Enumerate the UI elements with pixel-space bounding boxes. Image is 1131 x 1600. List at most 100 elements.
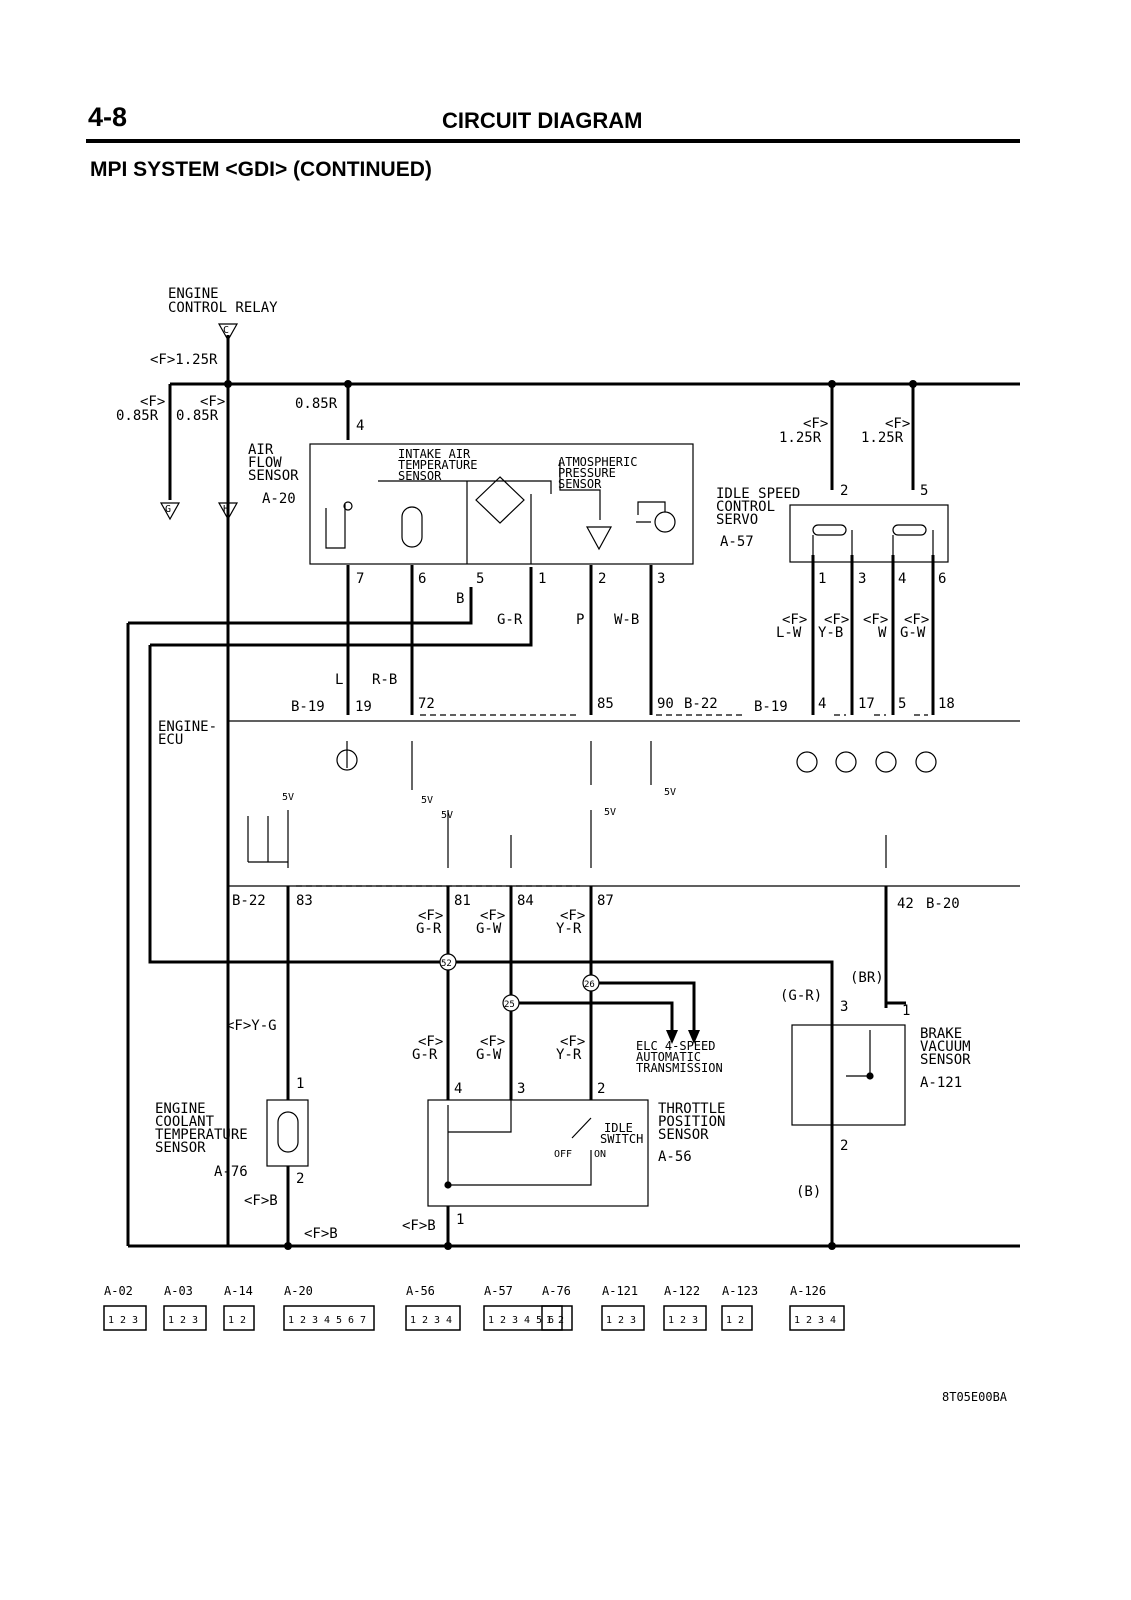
connector-body [663, 1305, 707, 1331]
wire-relay-out: <F>1.25R [150, 352, 218, 368]
ecu-label-2: ECU [158, 732, 183, 748]
connector-pin: 7 [360, 1315, 366, 1326]
bvs-pin-2: 2 [840, 1138, 848, 1154]
wire-tps-gr-top: <F> [418, 1034, 443, 1050]
ecu-connector-b22-top: B-22 [684, 696, 718, 712]
ects-label-2: COOLANT [155, 1114, 215, 1130]
wire-isc-yb-top: <F> [824, 612, 849, 628]
bvs-label-3: SENSOR [920, 1052, 971, 1068]
connector-body [483, 1305, 563, 1331]
ecu-pin-4: 4 [818, 696, 826, 712]
junction-52 [439, 953, 457, 971]
iat-label-3: SENSOR [398, 469, 442, 483]
connector-pin: 2 [422, 1315, 428, 1326]
wire-yg: <F>Y-G [226, 1018, 277, 1034]
connector-id: A-121 [602, 1284, 638, 1298]
connector-pin: 3 [434, 1315, 440, 1326]
connector-pin: 1 [410, 1315, 416, 1326]
ecu-pin-18: 18 [938, 696, 955, 712]
isc-label-1: IDLE SPEED [716, 486, 800, 502]
isc-label-3: SERVO [716, 512, 758, 528]
wire-tps-gw-top: <F> [480, 1034, 505, 1050]
connector-body [283, 1305, 375, 1331]
wire-84-top: <F> [480, 908, 505, 924]
connector-pin: 1 [668, 1315, 674, 1326]
ecu-pin-81: 81 [454, 893, 471, 909]
tps-label-1: THROTTLE [658, 1101, 725, 1117]
idle-on: ON [594, 1149, 606, 1160]
afs-pin-6: 6 [418, 571, 426, 587]
isc-pin-3: 3 [858, 571, 866, 587]
afs-pin-3: 3 [657, 571, 665, 587]
ects-label-3: TEMPERATURE [155, 1127, 248, 1143]
idle-switch-label-2: SWITCH [600, 1132, 643, 1146]
tps-connector: A-56 [658, 1149, 692, 1165]
wire-isc-a-top: <F> [803, 416, 828, 432]
ground-g: G [165, 504, 171, 515]
afs-pin-7: 7 [356, 571, 364, 587]
wire-p: P [576, 612, 584, 628]
wire-b: B [456, 591, 464, 607]
connector-pin: 2 [300, 1315, 306, 1326]
section-subtitle: MPI SYSTEM <GDI> (CONTINUED) [90, 158, 432, 181]
figure-code: 8T05E00BA [942, 1390, 1008, 1404]
connector-pin: 2 [738, 1315, 744, 1326]
wire-isc-b-top: <F> [885, 416, 910, 432]
wire-g-top: <F> [140, 394, 165, 410]
ecu-pin-87: 87 [597, 893, 614, 909]
connector-body [601, 1305, 645, 1331]
header-rule [86, 139, 1020, 143]
connector-pin: 1 [288, 1315, 294, 1326]
ecu-connector-b19-right: B-19 [754, 699, 788, 715]
connector-pin: 5 [536, 1315, 542, 1326]
connector-pin: 4 [446, 1315, 452, 1326]
ecu-pin-83: 83 [296, 893, 313, 909]
ects-label-1: ENGINE [155, 1101, 206, 1117]
tps-pin-3: 3 [517, 1081, 525, 1097]
wire-ects-b: <F>B [244, 1193, 278, 1209]
wire-isc-lw: L-W [776, 625, 802, 641]
bvs-label-1: BRAKE [920, 1026, 962, 1042]
wire-gr: G-R [497, 612, 523, 628]
connector-pin: 1 [168, 1315, 174, 1326]
elc-label-2: AUTOMATIC [636, 1050, 701, 1064]
wire-81: G-R [416, 921, 442, 937]
connector-pin: 2 [120, 1315, 126, 1326]
ects-connector: A-76 [214, 1164, 248, 1180]
connector-pin: 3 [512, 1315, 518, 1326]
idle-off: OFF [554, 1149, 572, 1160]
ects-pin-2: 2 [296, 1171, 304, 1187]
connector-id: A-76 [542, 1284, 571, 1298]
afs-label-2: FLOW [248, 455, 282, 471]
connector-pin: 3 [192, 1315, 198, 1326]
wire-bvs-gr: (G-R) [780, 988, 822, 1004]
connector-pin: 3 [818, 1315, 824, 1326]
ecu-5v-1: 5V [421, 795, 433, 806]
connector-id: A-123 [722, 1284, 758, 1298]
wire-isc-w: W [878, 625, 887, 641]
ecu-5v-3: 5V [282, 792, 294, 803]
connector-pin: 1 [546, 1315, 552, 1326]
connector-id: A-14 [224, 1284, 253, 1298]
connector-pin: 2 [558, 1315, 564, 1326]
isc-pin-4: 4 [898, 571, 906, 587]
ground-h: H [223, 504, 229, 515]
elc-label-1: ELC 4-SPEED [636, 1039, 715, 1053]
connector-pin: 1 [228, 1315, 234, 1326]
wire-afs-feed: 0.85R [295, 396, 338, 412]
iat-label-2: TEMPERATURE [398, 458, 477, 472]
relay-label-2: CONTROL RELAY [168, 300, 278, 316]
wire-tps-yr: Y-R [556, 1047, 582, 1063]
connector-pin: 4 [524, 1315, 530, 1326]
tps-pin-4: 4 [454, 1081, 462, 1097]
tps-label-3: SENSOR [658, 1127, 709, 1143]
aps-label-2: PRESSURE [558, 466, 616, 480]
